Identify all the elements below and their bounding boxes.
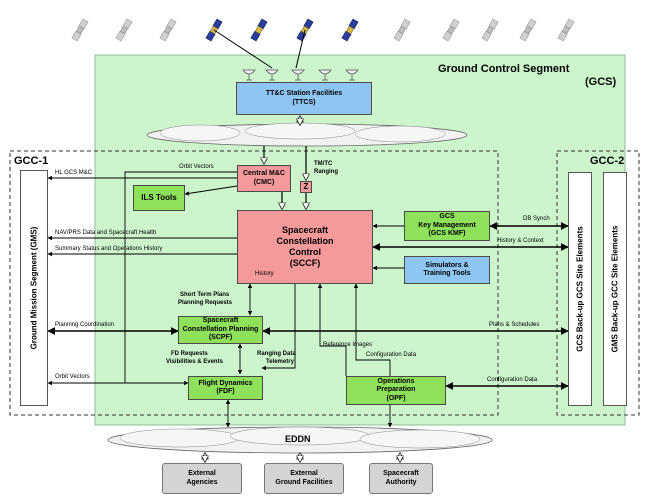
scpf-line2: Constellation Planning: [182, 325, 259, 333]
flow-reference-images: Reference Images: [323, 342, 373, 348]
simulators-box: Simulators & Training Tools: [404, 256, 490, 284]
fdf-box: Flight Dynamics (FDF): [188, 376, 263, 400]
sccf-line2: Constellation: [276, 236, 334, 247]
ils-tools-box: ILS Tools: [133, 185, 185, 211]
satellite-icon: [481, 18, 499, 42]
gms-backup-box: GMS Back-up GCC Site Elements: [603, 172, 627, 406]
opf-line3: (OPF): [386, 394, 406, 402]
sccf-line4: (SCCF): [289, 257, 321, 268]
flow-ranging-top: Ranging: [314, 169, 338, 175]
satellite-icon: [341, 18, 359, 42]
flow-plans-schedules: Plans & Schedules: [489, 322, 540, 328]
eddn-label: EDDN: [285, 434, 311, 444]
gcc1-label: GCC-1: [14, 155, 49, 167]
ext-ground-line1: External: [290, 470, 318, 478]
flow-visibilities-events: Visibilities & Events: [166, 359, 223, 365]
history-label: History: [255, 271, 274, 277]
cloud-network-icon: [107, 426, 493, 454]
gms-label: Ground Mission Segment (GMS): [29, 226, 39, 350]
flow-tmtc: TM/TC: [314, 161, 333, 167]
flow-short-term-plans: Short Term Plans: [180, 292, 230, 298]
gms-box: Ground Mission Segment (GMS): [20, 170, 48, 406]
satellite-icon: [442, 18, 460, 42]
ttcs-line2: (TTCS): [292, 98, 316, 106]
flow-orbit-vectors-top: Orbit Vectors: [179, 164, 214, 170]
satellite-icon: [115, 18, 133, 42]
satellite-icon: [557, 18, 575, 42]
flow-hl-gcs-mc: HL GCS M&C: [55, 170, 93, 176]
ttcs-box: TT&C Station Facilities (TTCS): [236, 82, 372, 115]
sim-line2: Training Tools: [423, 270, 471, 277]
flow-configuration-data-right: Configuration Data: [487, 377, 538, 383]
fdf-line2: (FDF): [216, 388, 235, 395]
cmc-box: Central M&C (CMC): [237, 165, 291, 192]
gms-backup-label: GMS Back-up GCC Site Elements: [610, 225, 620, 353]
z-marker: Z: [300, 181, 312, 193]
fdf-line1: Flight Dynamics: [198, 379, 253, 387]
cmc-line1: Central M&C: [242, 170, 285, 178]
gcs-title: Ground Control Segment: [438, 63, 570, 75]
ils-line1: ILS Tools: [141, 193, 177, 203]
flow-telemetry: Telemetry: [266, 359, 294, 365]
flow-orbit-vectors-bottom: Orbit Vectors: [55, 374, 90, 380]
external-agencies-box: External Agencies: [162, 463, 242, 494]
sccf-box: Spacecraft Constellation Control (SCCF): [237, 210, 373, 284]
satellite-icon: [250, 18, 268, 42]
sccf-line3: Control: [289, 247, 321, 257]
flow-db-synch: DB Synch: [523, 216, 550, 222]
satellite-icon: [393, 18, 411, 42]
opf-line2: Preparation: [376, 386, 416, 394]
sim-line1: Simulators &: [425, 261, 469, 269]
flow-fd-requests: FD Requests: [171, 351, 208, 357]
scpf-line1: Spacecraft: [202, 317, 239, 325]
spacecraft-authority-box: Spacecraft Authority: [369, 463, 433, 494]
cmc-line2: (CMC): [253, 178, 275, 186]
satellite-icon: [519, 18, 537, 42]
flow-navprs: NAV/PRS Data and Spacecraft Health: [55, 230, 157, 236]
opf-line1: Operations: [377, 377, 415, 385]
kmf-line1: GCS: [439, 213, 455, 221]
scpf-box: Spacecraft Constellation Planning (SCPF): [178, 316, 263, 344]
z-label: Z: [303, 182, 309, 192]
ext-ground-line2: Ground Facilities: [275, 478, 333, 486]
gcc1-region: [9, 150, 499, 416]
satellite-icon: [159, 18, 177, 42]
kmf-line3: (GCS KMF): [428, 230, 466, 238]
opf-box: Operations Preparation (OPF): [346, 376, 446, 405]
scpf-line3: (SCPF): [208, 334, 233, 342]
sc-authority-line2: Authority: [385, 478, 417, 486]
kmf-line2: Key Management: [418, 221, 476, 229]
flow-ranging-data: Ranging Data: [257, 351, 296, 357]
flow-planning-coordination: Planning Coordination: [55, 322, 115, 328]
gcs-backup-label: GCS Back-up GCS Site Elements: [575, 226, 585, 352]
flow-planning-requests: Planning Requests: [178, 300, 233, 306]
satellite-icon: [71, 18, 89, 42]
flow-configuration-data-mid: Configuration Data: [366, 352, 417, 358]
external-ground-facilities-box: External Ground Facilities: [264, 463, 344, 494]
cloud-network-icon: [146, 122, 468, 147]
gcc2-label: GCC-2: [590, 155, 625, 167]
flow-summary-status: Summary Status and Operations History: [55, 246, 163, 252]
sccf-line1: Spacecraft: [281, 225, 329, 236]
kmf-box: GCS Key Management (GCS KMF): [404, 211, 490, 241]
ext-agencies-line2: Agencies: [186, 478, 218, 486]
flow-history-context: History & Context: [497, 238, 544, 244]
gcs-backup-box: GCS Back-up GCS Site Elements: [568, 172, 592, 406]
sc-authority-line1: Spacecraft: [383, 470, 419, 478]
gcs-subtitle: (GCS): [585, 76, 617, 88]
gcc2-region: [556, 150, 640, 416]
ext-agencies-line1: External: [188, 470, 216, 478]
ttcs-line1: TT&C Station Facilities: [265, 90, 343, 98]
